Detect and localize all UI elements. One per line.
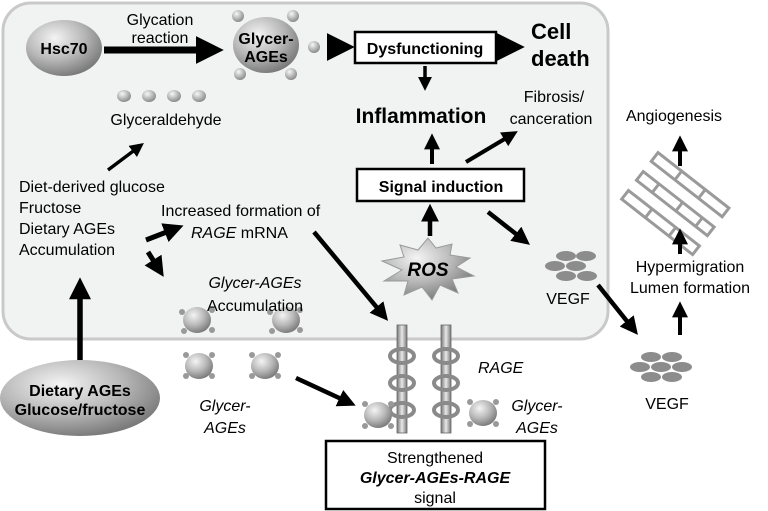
- dietary-ages-label-line2: Glucose/fructose: [15, 402, 146, 419]
- glycer-ages-right-label-line2: AGEs: [515, 420, 558, 437]
- glycer-ages-top-molecule: [232, 10, 320, 80]
- arrow-vegf-secretion: [596, 283, 638, 335]
- diet-line2: Fructose: [19, 200, 81, 217]
- fibrosis-label-line2: canceration: [510, 111, 593, 128]
- outside-molecule-1: [183, 352, 215, 379]
- rage-mrna-italic: RAGE: [191, 225, 237, 242]
- diet-line3: Dietary AGEs: [19, 221, 115, 238]
- vegf-inside-label: VEGF: [546, 291, 590, 308]
- glycer-ages-left-label-line2: AGEs: [203, 420, 246, 437]
- glycer-ages-right-label-line1: Glycer-: [511, 398, 562, 415]
- glycer-ages-accum-label-line1: Glycer-AGEs: [208, 275, 301, 292]
- hypermigration-label: Hypermigration: [636, 259, 744, 276]
- glycer-ages-left-label-line1: Glycer-: [199, 398, 250, 415]
- signal-induction-label: Signal induction: [379, 179, 503, 196]
- vegf-inside-cluster: [545, 251, 597, 281]
- strengthened-label: Strengthened: [387, 450, 483, 467]
- rage-label: RAGE: [478, 360, 524, 377]
- glycer-ages-top-label-line2: AGEs: [244, 49, 288, 66]
- hsc70-label: Hsc70: [40, 41, 87, 58]
- glycation-label-line2: reaction: [132, 30, 189, 47]
- bound-molecule-right: [467, 399, 499, 427]
- dietary-ages-ellipse: [0, 360, 160, 436]
- vegf-outside-cluster: [630, 352, 692, 382]
- arrow-signal-to-vegf: [486, 210, 530, 245]
- signal-induction-box: [355, 167, 526, 203]
- signal-name-label: Glycer-AGEs-RAGE: [360, 470, 512, 487]
- rage-mrna-label: RAGE mRNA: [191, 225, 288, 242]
- dietary-ages-label-line1: Dietary AGEs: [29, 383, 131, 400]
- arrow-diet-to-rage-mrna: [145, 223, 184, 243]
- outside-molecule-2: [249, 352, 281, 379]
- arrow-diet-to-glyceraldehyde: [106, 143, 144, 172]
- glycer-ages-top-label-line1: Glycer-: [238, 31, 293, 48]
- fibrosis-label-line1: Fibrosis/: [524, 89, 585, 106]
- arrow-ages-to-rage: [295, 375, 356, 407]
- accumulation-molecule-right: [267, 307, 303, 334]
- rage-receptor-right: [432, 324, 460, 434]
- increased-formation-label: Increased formation of: [161, 203, 321, 220]
- dysfunctioning-box: [353, 30, 498, 65]
- cell-death-label-line1: Cell: [531, 19, 571, 44]
- vegf-outside-label: VEGF: [645, 396, 689, 413]
- glyceraldehyde-molecules: [117, 90, 206, 102]
- inflammation-label: Inflammation: [356, 105, 487, 128]
- cell-death-label-line2: death: [531, 46, 590, 71]
- hsc70-sphere: [26, 20, 102, 76]
- arrow-rage-mrna-to-receptor: [312, 230, 389, 321]
- lumen-formation-label: Lumen formation: [630, 280, 750, 297]
- blood-vessel-icon: [619, 150, 732, 257]
- glycer-ages-accum-label-line2: Accumulation: [207, 298, 303, 315]
- rage-mrna-rest: mRNA: [236, 225, 288, 242]
- bound-molecule-left: [362, 401, 394, 429]
- ros-label: ROS: [407, 260, 449, 281]
- signal-word-label: signal: [414, 490, 456, 507]
- accumulation-molecule-left: [179, 307, 215, 334]
- glyceraldehyde-label: Glyceraldehyde: [110, 112, 221, 129]
- dysfunctioning-label: Dysfunctioning: [367, 41, 483, 58]
- strengthened-signal-box: [324, 439, 547, 511]
- ros-starburst: [380, 237, 476, 301]
- diet-line1: Diet-derived glucose: [19, 179, 165, 196]
- rage-receptor-left: [388, 324, 416, 434]
- diet-line4: Accumulation: [19, 242, 115, 259]
- arrow-diet-to-accumulation: [144, 250, 164, 277]
- angiogenesis-label: Angiogenesis: [626, 108, 722, 125]
- glycation-label-line1: Glycation: [127, 12, 194, 29]
- arrow-signal-to-fibrosis: [464, 131, 518, 164]
